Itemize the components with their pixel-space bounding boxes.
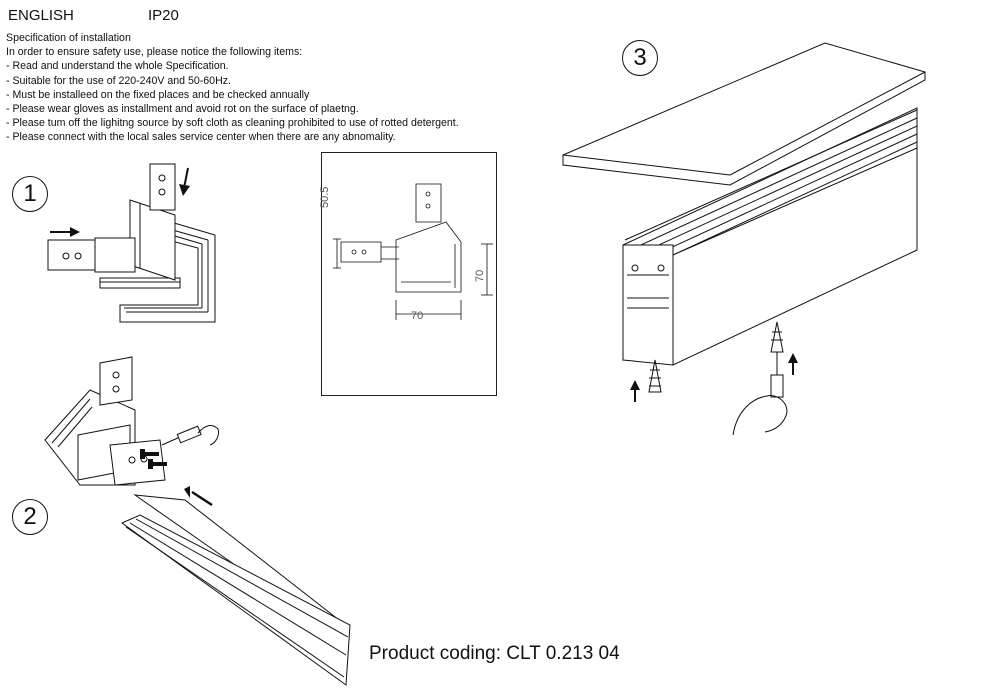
language-label: ENGLISH bbox=[8, 7, 74, 24]
step-1-illustration bbox=[47, 163, 216, 323]
dimension-label: 70 bbox=[474, 269, 486, 282]
screw-icon bbox=[140, 449, 159, 459]
arrow-icon bbox=[630, 380, 640, 402]
spec-item: - Suitable for the use of 220-240V and 5… bbox=[6, 74, 231, 87]
spec-item: - Please connect with the local sales se… bbox=[6, 131, 396, 144]
dimension-label: 50.5 bbox=[319, 186, 331, 208]
screw-icon bbox=[770, 321, 784, 353]
spec-item: - Please wear gloves as installment and … bbox=[6, 103, 359, 116]
hand-icon bbox=[197, 425, 219, 446]
step-2-illustration bbox=[44, 356, 351, 686]
spec-item: - Must be installeed on the fixed places… bbox=[6, 88, 310, 101]
arrow-icon bbox=[788, 353, 798, 375]
dimension-drawing bbox=[333, 183, 493, 320]
spec-item: - Please tum off the lighitng source by … bbox=[6, 117, 459, 130]
spec-intro: In order to ensure safety use, please no… bbox=[6, 46, 303, 59]
screw-icon bbox=[148, 459, 167, 469]
spec-title: Specification of installation bbox=[6, 32, 131, 44]
step-3-illustration bbox=[562, 42, 926, 436]
arrow-icon bbox=[179, 167, 190, 196]
ip-rating: IP20 bbox=[148, 7, 179, 24]
screwdriver-icon bbox=[770, 352, 784, 398]
step-3-marker: 3 bbox=[622, 40, 658, 76]
arrow-icon bbox=[50, 227, 80, 237]
screwdriver-icon bbox=[161, 425, 202, 446]
spec-item: - Read and understand the whole Specific… bbox=[6, 60, 229, 73]
hand-icon bbox=[732, 395, 788, 436]
product-coding: Product coding: CLT 0.213 04 bbox=[369, 643, 620, 664]
dimension-drawing-frame bbox=[321, 152, 497, 396]
arrow-icon bbox=[184, 486, 213, 507]
dimension-label: 70 bbox=[411, 310, 424, 322]
specification-text: Specification of installation In order t… bbox=[6, 31, 459, 145]
screw-icon bbox=[648, 359, 662, 393]
step-1-marker: 1 bbox=[12, 176, 48, 212]
step-2-marker: 2 bbox=[12, 499, 48, 535]
